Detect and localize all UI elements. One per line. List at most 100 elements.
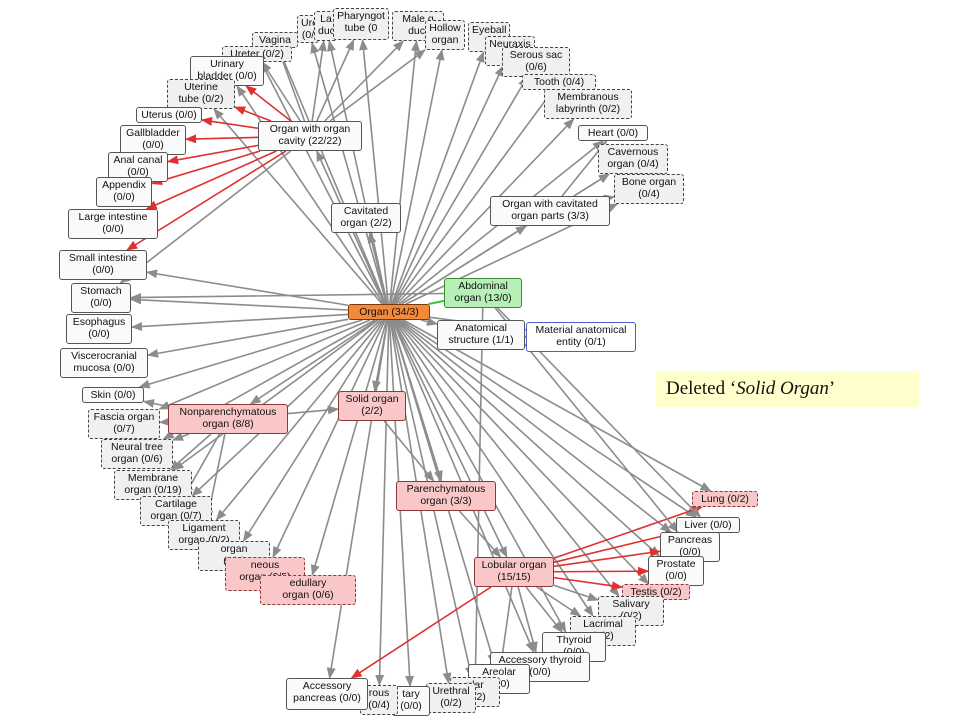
node-smallint[interactable]: Small intestine (0/0) (59, 250, 147, 280)
node-lobular[interactable]: Lobular organ (15/15) (474, 557, 554, 587)
node-serous[interactable]: Serous sac (0/6) (502, 47, 570, 77)
node-esophagus[interactable]: Esophagus (0/0) (66, 314, 132, 344)
edge-organ-hollow (389, 48, 445, 305)
edge-lobular-testis (553, 576, 624, 591)
deleted-solid-organ-caption: Deleted ‘Solid Organ’ (656, 371, 919, 407)
edge-organ-lobular (392, 319, 508, 559)
node-material[interactable]: Material anatomical entity (0/1) (526, 322, 636, 352)
node-cavitated[interactable]: Cavitated organ (2/2) (331, 203, 401, 233)
edge-organ-ligament (215, 319, 383, 521)
edge-organ-ureter2 (260, 61, 386, 305)
edge-organ-membrane (172, 319, 379, 471)
edge-organ-pharyngo (359, 38, 390, 305)
edge-lobular-accpancreas (350, 586, 492, 679)
edge-organ-ureter1 (310, 41, 388, 305)
node-abdominal[interactable]: Abdominal organ (13/0) (444, 278, 522, 308)
edge-organ-eyeball (391, 50, 485, 305)
node-accpancreas[interactable]: Accessory pancreas (0/0) (286, 678, 368, 710)
edge-organ-liver (400, 319, 697, 518)
node-viscero[interactable]: Viscerocranial mucosa (0/0) (60, 348, 148, 378)
edge-cavity-largeint (145, 150, 277, 210)
edge-organ-nonparen (249, 319, 378, 405)
node-cavity[interactable]: Organ with organ cavity (22/22) (258, 121, 362, 151)
node-uterus[interactable]: Uterus (0/0) (136, 107, 202, 123)
edge-lobular-prostate (553, 566, 650, 576)
node-heart[interactable]: Heart (0/0) (578, 125, 648, 141)
caption-suffix: ’ (828, 378, 836, 399)
node-paren[interactable]: Parenchymatous organ (3/3) (396, 481, 496, 511)
edge-lobular-areolar (498, 586, 513, 666)
edge-cavparts-bone (603, 194, 616, 204)
node-urethral[interactable]: Urethral (0/2) (426, 683, 476, 713)
edge-cavity-ureter2 (261, 61, 301, 122)
node-anatomical[interactable]: Anatomical structure (1/1) (437, 320, 525, 350)
node-medullary[interactable]: edullary organ (0/6) (260, 575, 356, 605)
node-largeint[interactable]: Large intestine (0/0) (68, 209, 158, 239)
edge-abdominal-stomach (129, 292, 445, 302)
edge-nonparen-skin (142, 399, 169, 408)
node-labyrinth[interactable]: Membranous labyrinth (0/2) (544, 89, 632, 119)
edge-lobular-pancreas (553, 548, 662, 568)
edge-organ-viscero (146, 318, 349, 358)
edge-solid-paren (383, 420, 435, 482)
edge-organ-neuraxis (391, 64, 504, 305)
edge-lobular-liver (553, 530, 678, 564)
node-pituitary[interactable]: tary (0/0) (392, 686, 430, 716)
edge-organ-cavitated (367, 231, 388, 305)
node-cavernous[interactable]: Cavernous organ (0/4) (598, 144, 668, 174)
edge-organ-labyrinth (396, 118, 575, 305)
edge-organ-accpancreas (326, 319, 389, 680)
node-neuraltree[interactable]: Neural tree organ (0/6) (101, 439, 173, 469)
edge-organ-prostate (397, 319, 661, 557)
node-organ[interactable]: Organ (34/3) (348, 304, 430, 320)
node-urinary[interactable]: Urinary bladder (0/0) (190, 56, 264, 86)
node-appendix[interactable]: Appendix (0/0) (96, 177, 152, 207)
node-gallbladder[interactable]: Gallbladder (0/0) (120, 125, 186, 155)
edge-cavity-laduct (311, 39, 327, 122)
edge-cavity-malegen (324, 40, 405, 122)
node-membrane[interactable]: Membrane organ (0/19) (114, 470, 192, 500)
node-prostate[interactable]: Prostate (0/0) (648, 556, 704, 586)
node-stomach[interactable]: Stomach (0/0) (71, 283, 131, 313)
edge-cavity-stomach (119, 150, 292, 284)
node-skin[interactable]: Skin (0/0) (82, 387, 144, 403)
edge-organ-abdominal (428, 299, 445, 305)
node-cavparts[interactable]: Organ with cavitated organ parts (3/3) (490, 196, 610, 226)
node-liver[interactable]: Liver (0/0) (676, 517, 740, 533)
edge-nonparen-solid (287, 405, 340, 415)
node-uterine[interactable]: Uterine tube (0/2) (167, 79, 235, 109)
edge-lobular-thyroid (525, 586, 563, 633)
edge-organ-smallint (145, 269, 349, 307)
edge-lobular-lung (553, 506, 703, 559)
edge-organ-cavparts (401, 225, 528, 305)
edge-organ-xserous (375, 319, 390, 687)
edge-lobular-lacrimal (536, 586, 582, 617)
node-bone[interactable]: Bone organ (0/4) (614, 174, 684, 204)
node-fascia[interactable]: Fascia organ (0/7) (88, 409, 160, 439)
edge-organ-uterine (213, 108, 383, 305)
edge-organ-tooth (394, 89, 554, 305)
edge-cavity-gallbladder (184, 134, 259, 144)
edge-organ-medullary (310, 319, 388, 577)
edge-organ-serous (393, 76, 528, 305)
edge-organ-pancreas (398, 319, 672, 533)
edge-lobular-salivary (553, 584, 600, 602)
node-tooth[interactable]: Tooth (0/4) (522, 74, 596, 90)
edge-organ-vagina (277, 46, 387, 305)
node-hollow[interactable]: Hollow organ (425, 20, 465, 50)
node-ureter1[interactable]: Ure (0/ (297, 15, 319, 43)
node-anal[interactable]: Anal canal (0/0) (108, 152, 168, 182)
edge-organ-skin (138, 319, 363, 389)
edge-abdominal-pancreas (494, 307, 679, 533)
edge-cavity-uterus (200, 116, 259, 130)
node-lung[interactable]: Lung (0/2) (692, 491, 758, 507)
edge-nonparen-neuraltree (171, 432, 190, 441)
edge-cavity-appendix (150, 150, 261, 185)
node-pharyngo[interactable]: Pharyngot tube (0 (333, 8, 389, 40)
node-nonparen[interactable]: Nonparenchymatous organ (8/8) (168, 404, 288, 434)
edge-organ-esophagus (130, 313, 349, 331)
edge-cavity-urinary (245, 85, 292, 122)
node-solid[interactable]: Solid organ (2/2) (338, 391, 406, 421)
